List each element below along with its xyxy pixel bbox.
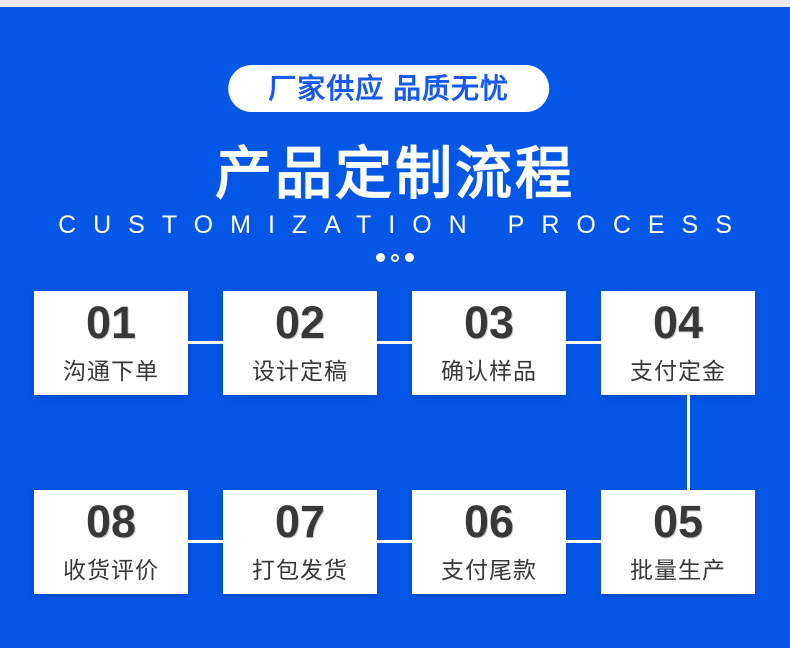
step-label: 支付尾款: [441, 557, 537, 583]
dot-hollow-icon: [391, 253, 399, 262]
step-number: 05: [652, 496, 704, 547]
step-label: 确认样品: [441, 358, 537, 384]
top-strip: [0, 0, 790, 7]
step-card-02: 02 设计定稿: [223, 291, 377, 395]
step-label: 收货评价: [63, 557, 159, 583]
divider-dots: [0, 253, 790, 262]
step-label: 沟通下单: [63, 358, 159, 384]
connector-line: [377, 540, 412, 543]
step-label: 支付定金: [630, 358, 726, 384]
step-card-01: 01 沟通下单: [34, 291, 188, 395]
connector-line: [188, 341, 223, 344]
step-label: 打包发货: [252, 557, 348, 583]
step-card-07: 07 打包发货: [223, 490, 377, 594]
connector-line-vertical: [687, 395, 690, 490]
step-number: 03: [463, 297, 515, 348]
step-number: 07: [274, 496, 326, 547]
step-number: 04: [652, 297, 704, 348]
connector-line: [188, 540, 223, 543]
dot-filled-icon: [376, 253, 385, 262]
step-card-06: 06 支付尾款: [412, 490, 566, 594]
dot-filled-icon: [405, 253, 414, 262]
step-number: 01: [85, 297, 137, 348]
step-number: 08: [85, 496, 137, 547]
step-label: 批量生产: [630, 557, 726, 583]
connector-line: [566, 341, 601, 344]
page-title: 产品定制流程: [215, 142, 575, 206]
supplier-badge: 厂家供应 品质无忧: [228, 65, 549, 112]
step-card-04: 04 支付定金: [601, 291, 755, 395]
step-label: 设计定稿: [252, 358, 348, 384]
connector-line: [566, 540, 601, 543]
page-subtitle: CUSTOMIZATION PROCESS: [58, 211, 749, 239]
step-number: 06: [463, 496, 515, 547]
step-number: 02: [274, 297, 326, 348]
connector-line: [377, 341, 412, 344]
step-card-08: 08 收货评价: [34, 490, 188, 594]
step-card-05: 05 批量生产: [601, 490, 755, 594]
step-card-03: 03 确认样品: [412, 291, 566, 395]
